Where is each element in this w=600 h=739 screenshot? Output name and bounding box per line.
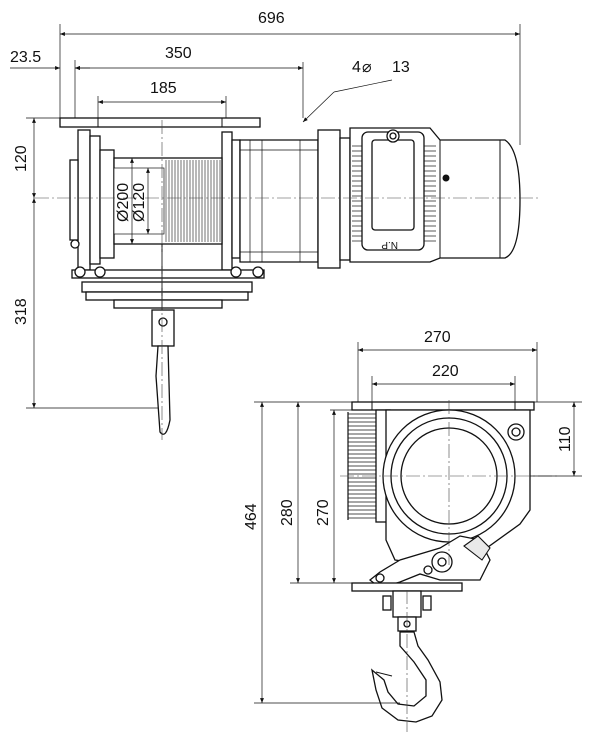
motor-bolt	[442, 174, 450, 182]
left-flange	[77, 129, 91, 271]
gearbox-housing	[239, 139, 319, 263]
motor-cooling-fins	[352, 145, 436, 242]
dim-mount-span: 350	[165, 45, 192, 62]
rope-windings	[165, 160, 221, 242]
dim-center-height: 120	[13, 145, 30, 172]
side-cooling-fins	[347, 412, 376, 520]
dim-overall-length: 696	[258, 10, 285, 27]
dim-height-270: 270	[315, 499, 332, 526]
brake-mechanism	[368, 535, 491, 589]
dim-hole-diameter: 13	[392, 59, 410, 76]
motor-flange	[317, 129, 341, 269]
drum-disc-right	[221, 131, 233, 271]
dim-side-hole-span: 220	[432, 363, 459, 380]
nameplate-label: N.P	[381, 239, 398, 250]
dim-total-height: 464	[243, 503, 260, 530]
side-bottom-plate	[351, 582, 463, 592]
dim-inner-span: 185	[150, 80, 177, 97]
hook-block	[151, 309, 175, 347]
mounting-plate	[59, 117, 261, 128]
front-view: N.P	[59, 117, 521, 435]
drum-disc-left	[99, 149, 115, 259]
dim-drum-inner: Ø120	[131, 183, 148, 222]
diameter-symbol: ⌀	[362, 59, 372, 76]
dim-drum-outer: Ø200	[115, 183, 132, 222]
dim-hook-depth: 318	[13, 298, 30, 325]
front-hook	[155, 345, 171, 435]
dimensions: 696 23.5 350 185 4 ⌀ 13 120 318 Ø200 Ø	[10, 10, 582, 704]
side-mounting-plate	[351, 401, 535, 411]
dim-side-width: 270	[424, 329, 451, 346]
side-hook	[371, 631, 443, 723]
dim-height-280: 280	[279, 499, 296, 526]
dim-hole-count: 4	[352, 59, 361, 76]
dim-left-offset: 23.5	[10, 49, 41, 66]
dim-side-center: 110	[557, 426, 574, 452]
trolley-frame	[71, 269, 265, 279]
side-view	[347, 401, 535, 723]
